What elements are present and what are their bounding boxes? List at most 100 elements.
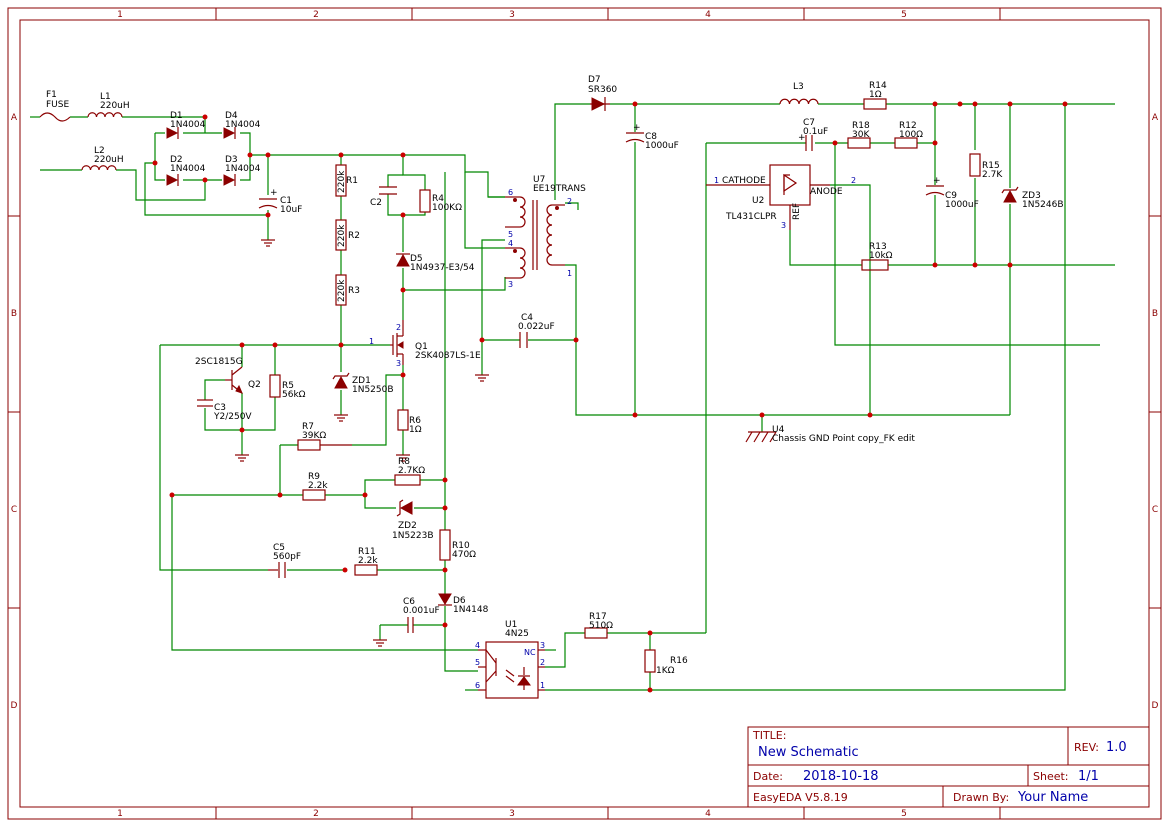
chassis-ground-u4: U4 Chassis GND Point copy_FK edit — [745, 425, 915, 444]
svg-text:3: 3 — [781, 221, 786, 230]
ref-label: U1 — [505, 620, 517, 630]
resistor-r16: R16 1KΩ — [644, 649, 688, 676]
svg-text:2: 2 — [851, 176, 856, 185]
value-label: Y2/250V — [213, 412, 252, 422]
nc-label: NC — [524, 648, 536, 657]
value-label: 39KΩ — [302, 431, 326, 441]
value-label: 1N4937-E3/54 — [410, 263, 475, 273]
ref-label: R12 — [899, 121, 917, 131]
value-label: 1N4004 — [225, 164, 261, 174]
zone-col-label: 5 — [901, 809, 907, 819]
ref-label: D6 — [453, 596, 466, 606]
pin-cathode-label: CATHODE — [722, 176, 766, 186]
svg-text:1: 1 — [540, 681, 545, 690]
value-label: 1N4004 — [225, 120, 261, 130]
ref-label: L3 — [793, 82, 804, 92]
resistor-r5: R5 56kΩ — [269, 374, 306, 400]
value-label: 2.7KΩ — [398, 466, 425, 476]
transistor-q2: Q2 2SC1815G — [195, 357, 261, 394]
value-label: 1N5223B — [392, 531, 434, 541]
ref-label: D4 — [225, 111, 238, 121]
ref-label: ZD2 — [398, 521, 417, 531]
svg-text:3: 3 — [540, 641, 545, 650]
zone-col-label: 3 — [509, 10, 515, 20]
ref-label: R7 — [302, 422, 314, 432]
svg-text:5: 5 — [475, 658, 480, 667]
value-label: 1N4004 — [170, 164, 206, 174]
ref-label: C1 — [280, 196, 292, 206]
zone-labels: 1 2 3 4 5 1 2 3 4 5 A B C D A B C D — [11, 10, 1159, 819]
title-label: TITLE: — [752, 729, 786, 742]
ref-label: R11 — [358, 547, 376, 557]
wires — [30, 103, 1115, 691]
zone-col-label: 5 — [901, 10, 907, 20]
ref-label: R2 — [348, 231, 360, 241]
zone-col-label: 4 — [705, 10, 711, 20]
diode-d4: D4 1N4004 — [223, 111, 261, 139]
ref-label: L2 — [94, 146, 105, 156]
ground-symbol — [475, 374, 489, 382]
capacitor-c1: + C1 10uF — [258, 188, 302, 215]
svg-text:1: 1 — [567, 269, 572, 278]
fuse-f1: F1 FUSE — [39, 90, 71, 122]
value-label: 220k — [337, 170, 347, 193]
zener-zd2: ZD2 1N5223B — [392, 499, 434, 541]
value-label: 2.2k — [308, 481, 328, 491]
svg-text:5: 5 — [508, 230, 513, 239]
resistor-r12: R12 100Ω — [894, 121, 923, 149]
value-label: 560pF — [273, 552, 301, 562]
capacitor-c5: C5 560pF — [268, 543, 301, 578]
ref-label: D2 — [170, 155, 183, 165]
resistor-r13: R13 10kΩ — [861, 242, 893, 271]
value-label: 56kΩ — [282, 390, 306, 400]
ref-label: R1 — [346, 176, 358, 186]
ref-label: R4 — [432, 194, 444, 204]
drawn-by-value: Your Name — [1017, 790, 1088, 805]
ground-symbol — [396, 454, 410, 462]
ref-label: D3 — [225, 155, 238, 165]
mosfet-q1: 123 Q1 2SK4087LS-1E — [369, 320, 481, 368]
resistor-r3: R3 220k — [335, 274, 360, 306]
zone-row-label: D — [11, 701, 18, 711]
ref-label: C6 — [403, 597, 415, 607]
resistor-r18: R18 30K — [847, 121, 871, 149]
value-label: 2SK4087LS-1E — [415, 351, 481, 361]
zener-zd3: ZD3 1N5246B — [1001, 186, 1064, 210]
inductor-l1: L1 220uH — [87, 92, 130, 118]
capacitor-c7: + C7 0.1uF — [798, 118, 828, 151]
rev-label: REV: — [1074, 741, 1099, 754]
inductor-l2: L2 220uH — [81, 146, 124, 171]
ref-label: R10 — [452, 541, 470, 551]
ref-label: R8 — [398, 457, 410, 467]
value-label: 0.001uF — [403, 606, 440, 616]
ref-label: C3 — [214, 403, 226, 413]
value-label: 100KΩ — [432, 203, 462, 213]
value-label: SR360 — [588, 85, 617, 95]
resistor-r1: R1 220k — [335, 164, 358, 197]
resistor-r11: R11 2.2k — [354, 547, 378, 576]
ground-symbol — [235, 454, 249, 462]
ref-label: D7 — [588, 75, 601, 85]
zone-row-label: A — [1152, 113, 1159, 123]
ref-label: R5 — [282, 381, 294, 391]
ref-label: ZD1 — [352, 376, 371, 386]
capacitor-c4: C4 0.022uF — [518, 313, 555, 348]
value-label: 1KΩ — [656, 666, 675, 676]
resistor-r10: R10 470Ω — [439, 529, 476, 561]
value-label: 10uF — [280, 205, 302, 215]
date-label: Date: — [753, 770, 783, 783]
diode-d5: D5 1N4937-E3/54 — [396, 253, 475, 273]
zone-col-label: 4 — [705, 809, 711, 819]
ref-label: C8 — [645, 132, 657, 142]
optocoupler-u1: 456 321 NC U1 4N25 — [475, 620, 545, 699]
svg-text:6: 6 — [508, 188, 513, 197]
value-label: 1N4004 — [170, 120, 206, 130]
zone-col-label: 1 — [117, 809, 123, 819]
value-label: 1000uF — [645, 141, 679, 151]
inductor-l3: L3 — [779, 82, 819, 105]
value-label: 1Ω — [869, 90, 882, 100]
value-label: 1N5250B — [352, 385, 394, 395]
ref-label: L1 — [100, 92, 111, 102]
junctions — [152, 101, 1068, 693]
